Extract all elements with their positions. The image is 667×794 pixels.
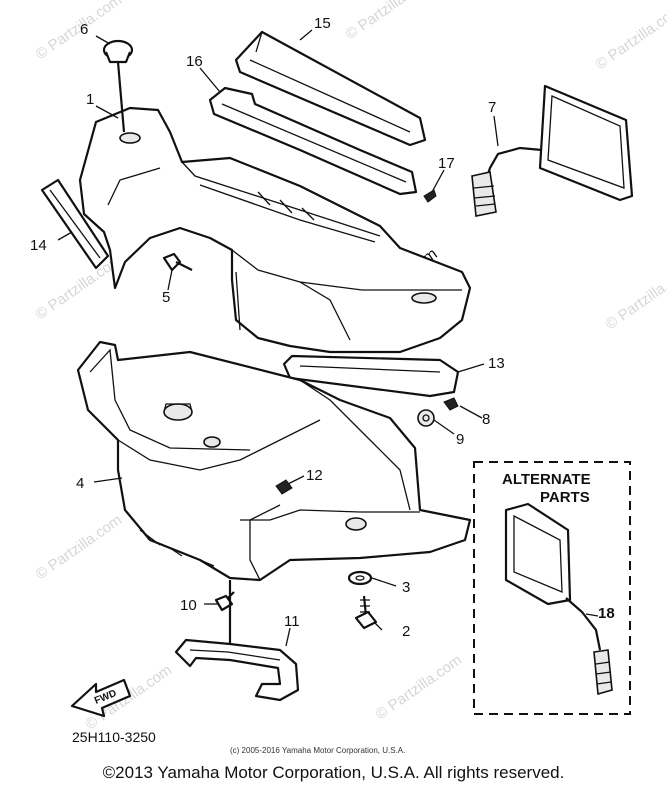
callout-1: 1 [86,91,94,108]
part-16-trim-strip [208,86,418,196]
part-3-washer [347,570,373,586]
part-6-cap [102,39,134,64]
callout-8: 8 [482,411,490,428]
part-1-upper-cowling [78,106,472,354]
part-14-left-strip [40,178,110,270]
part-4-lower-cowling [76,340,472,582]
watermark: © Partzilla.com [593,1,667,73]
part-7-mirror [471,84,634,217]
part-13-lower-strip [282,354,460,398]
watermark: © Partzilla.com [33,511,126,583]
callout-16: 16 [186,53,203,70]
watermark: © Partzilla.com [373,651,466,723]
callout-9: 9 [456,431,464,448]
callout-18: 18 [598,605,615,622]
callout-14: 14 [30,237,47,254]
callout-7: 7 [488,99,496,116]
callout-2: 2 [402,623,410,640]
callouts: 1 2 3 4 5 6 7 8 9 10 11 12 13 14 15 16 1… [30,15,615,640]
footer-copyright: ©2013 Yamaha Motor Corporation, U.S.A. A… [102,763,565,782]
part-18-alt-mirror [504,502,613,696]
small-copyright: (c) 2005-2016 Yamaha Motor Corporation, … [230,746,405,755]
callout-12: 12 [306,467,323,484]
alternate-title: ALTERNATE [502,471,591,488]
alternate-subtitle: PARTS [540,489,590,506]
part-8-screw [443,397,459,411]
part-15-top-panel [234,30,427,147]
part-2-bolt [354,595,378,630]
parts-diagram: © Partzilla.com © Partzilla.com © Partzi… [30,0,667,755]
callout-3: 3 [402,579,410,596]
callout-10: 10 [180,597,197,614]
alternate-parts-box [473,461,631,715]
callout-6: 6 [80,21,88,38]
part-10-bolt [214,591,235,612]
part-9-washer [417,409,435,427]
callout-13: 13 [488,355,505,372]
part-11-handle [174,580,300,702]
watermark: © Partzilla.com [603,261,667,333]
callout-15: 15 [314,15,331,32]
callout-5: 5 [162,289,170,306]
callout-17: 17 [438,155,455,172]
watermark: © Partzilla.com [343,0,436,43]
part-5-bolt [162,252,193,272]
part-17-screw [423,189,437,203]
fwd-arrow: FWD [70,678,132,718]
callout-11: 11 [284,613,300,630]
callout-4: 4 [76,475,84,492]
part-code: 25H110-3250 [72,729,156,745]
leader-lines [57,29,599,647]
